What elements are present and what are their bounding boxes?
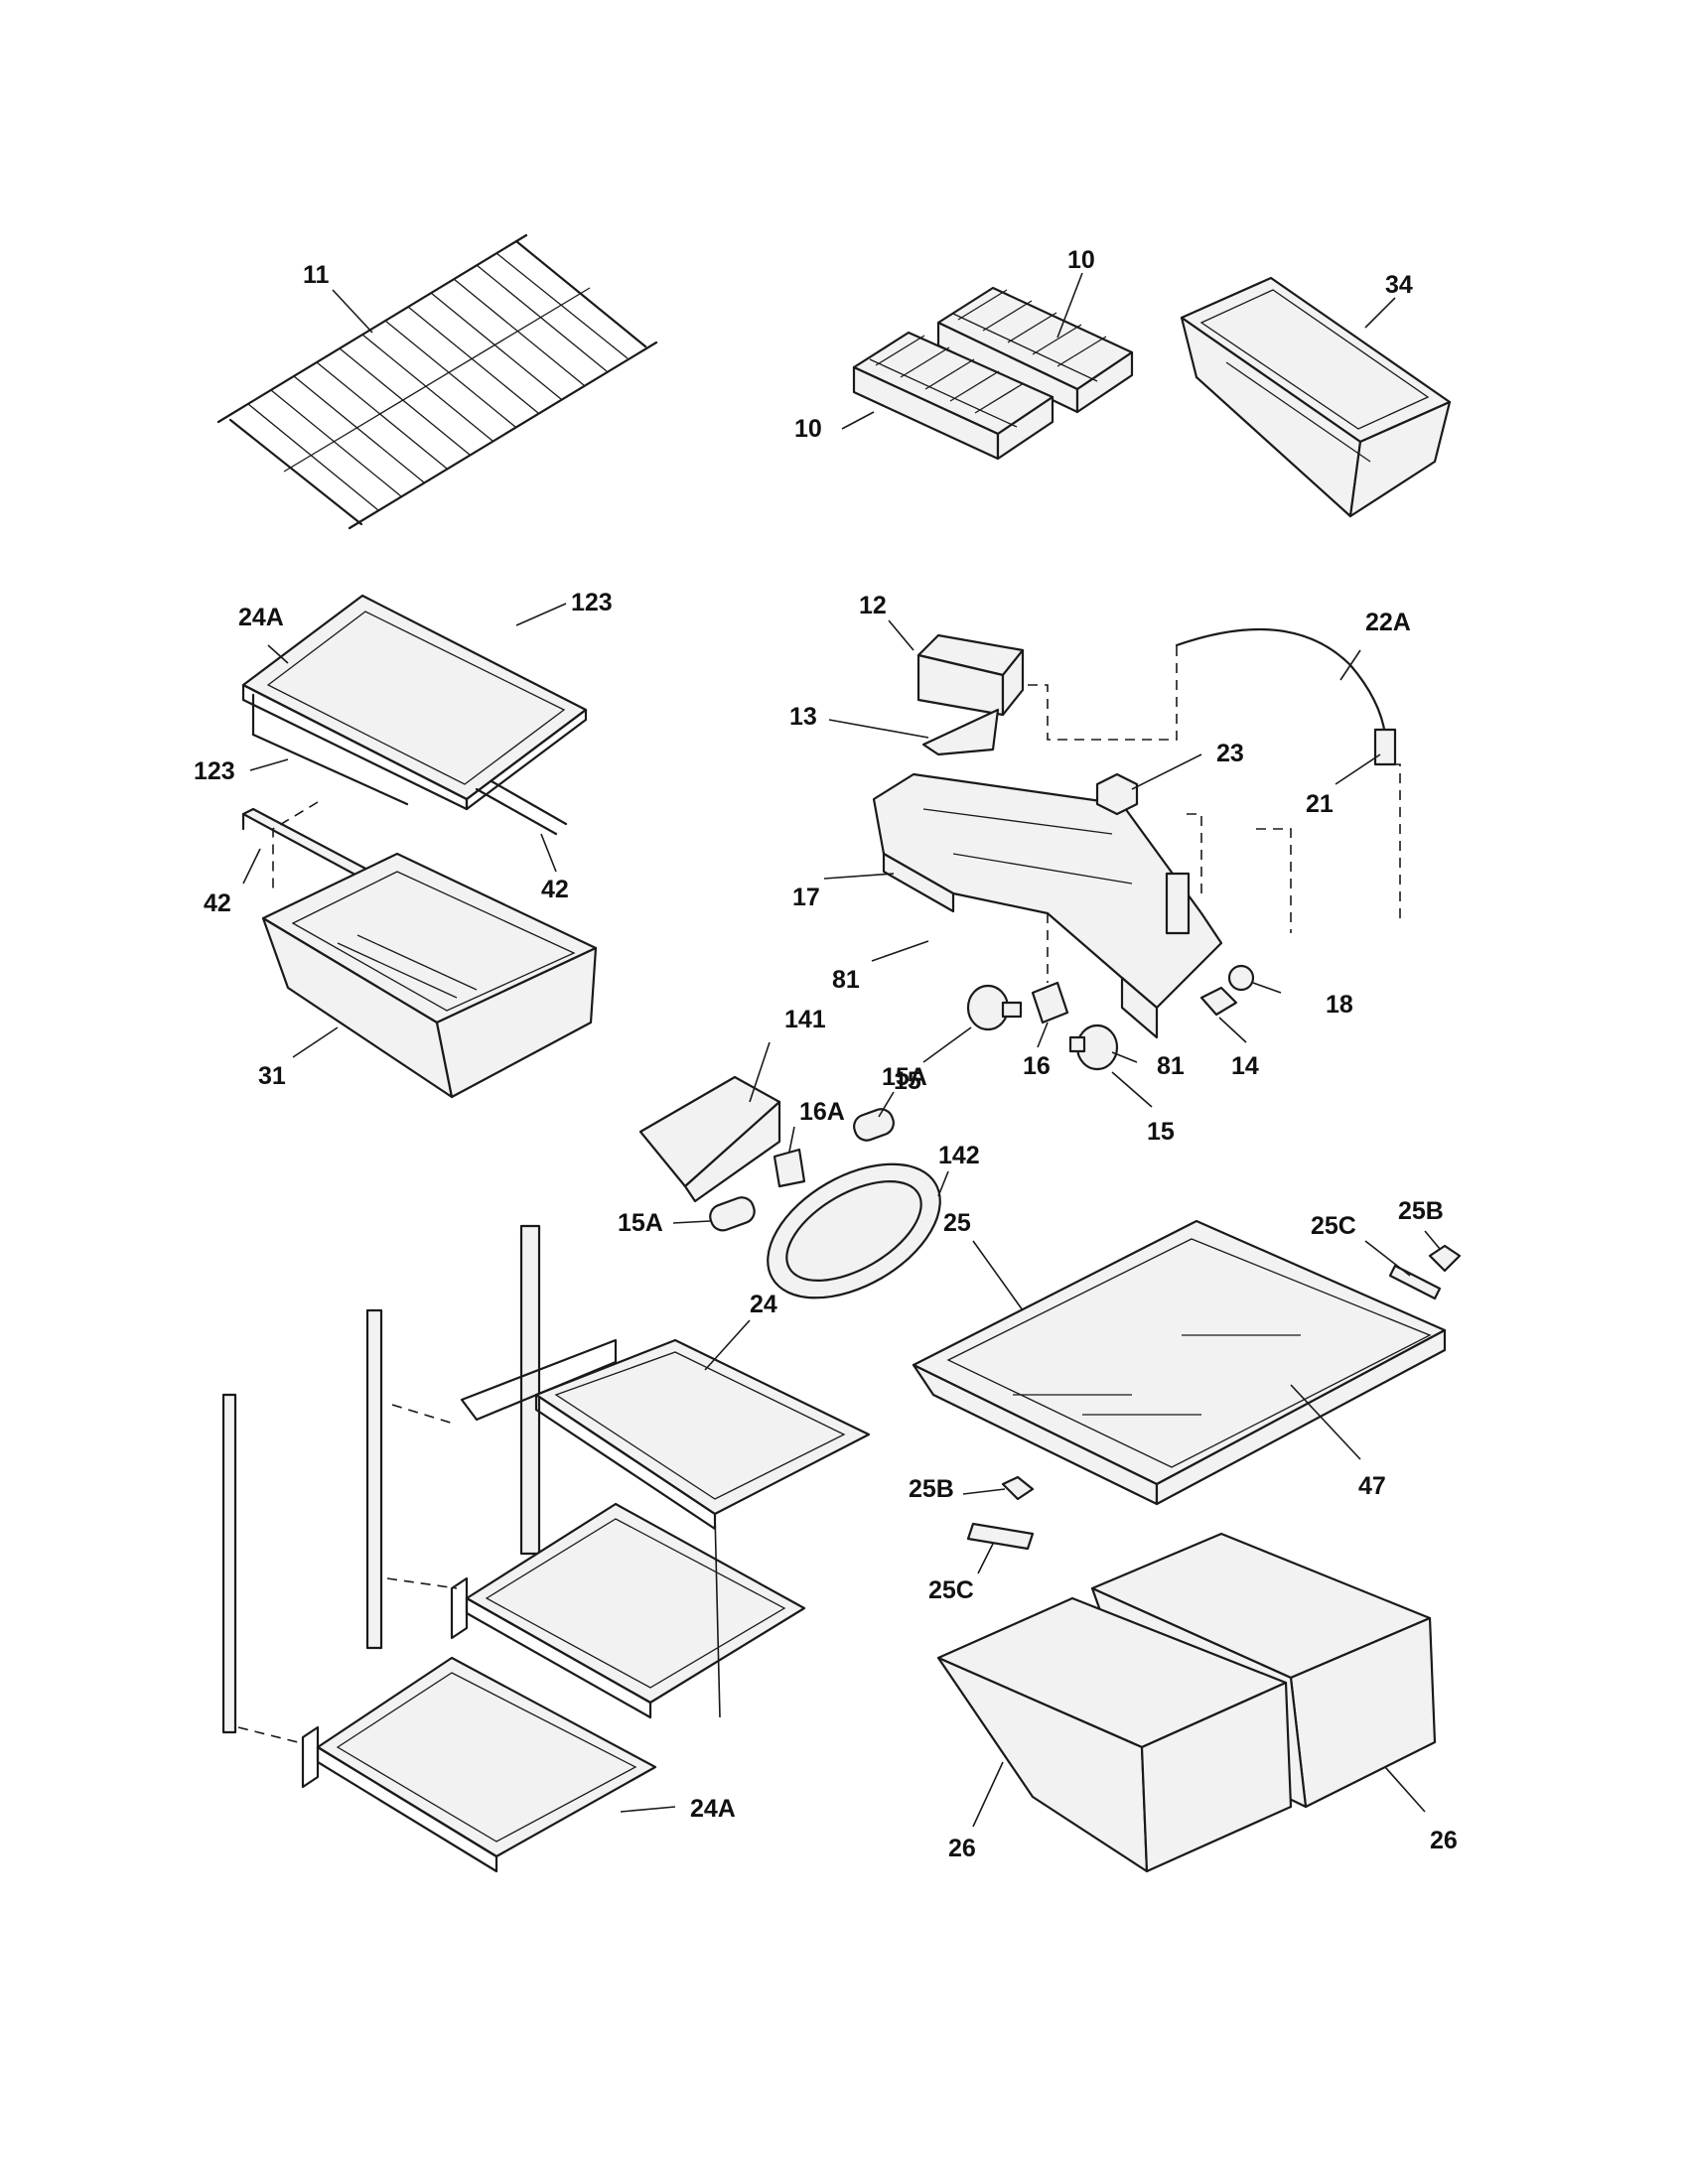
callout-25C-right: 25C: [1311, 1212, 1356, 1240]
callout-23: 23: [1216, 740, 1244, 767]
light-bulb-15-left[interactable]: [966, 984, 1023, 1031]
callout-25C-left: 25C: [928, 1576, 974, 1604]
wire-shelf-11[interactable]: [216, 233, 658, 530]
light-cover-141[interactable]: [638, 1075, 781, 1203]
ice-bin-34[interactable]: [1180, 276, 1452, 518]
callout-25B-right: 25B: [1398, 1197, 1444, 1225]
light-bulb-15A-lower[interactable]: [707, 1194, 758, 1234]
callout-15-right: 15: [1147, 1118, 1175, 1146]
light-bulb-15-right[interactable]: [1068, 1024, 1119, 1071]
callout-31: 31: [258, 1062, 286, 1090]
callout-12: 12: [859, 592, 887, 619]
crisper-drawer-31[interactable]: [261, 852, 598, 1099]
callout-21: 21: [1306, 790, 1334, 818]
light-housing-17[interactable]: [872, 772, 1223, 1039]
thermostat-knob-18[interactable]: [1227, 964, 1255, 992]
glass-shelf-24A-top[interactable]: [241, 594, 588, 836]
light-switch-14[interactable]: [1199, 986, 1238, 1017]
pantry-cover-25[interactable]: [912, 1219, 1447, 1506]
callout-15-left: 15: [894, 1067, 921, 1095]
callout-141: 141: [784, 1006, 826, 1033]
callout-17: 17: [792, 884, 820, 911]
defrost-timer-23[interactable]: [1095, 772, 1139, 816]
callout-16A: 16A: [799, 1098, 845, 1126]
callout-123-lower: 123: [194, 757, 235, 785]
callout-24A-bottom: 24A: [690, 1795, 736, 1823]
ice-cube-tray-10-lower[interactable]: [852, 331, 1055, 461]
callout-47: 47: [1358, 1472, 1386, 1500]
light-shield-13[interactable]: [921, 708, 1000, 756]
shelf-standard-right: [519, 1224, 541, 1556]
callout-18: 18: [1326, 991, 1353, 1019]
light-socket-16A[interactable]: [773, 1148, 806, 1188]
callout-14: 14: [1231, 1052, 1259, 1080]
callout-123-upper: 123: [571, 589, 613, 616]
shelf-standard-left: [221, 1393, 237, 1734]
shelf-standard-middle: [365, 1308, 383, 1650]
light-lens-142[interactable]: [745, 1137, 963, 1325]
vegetable-pan-26-left[interactable]: [936, 1596, 1293, 1873]
callout-15A-lower: 15A: [618, 1209, 663, 1237]
callout-13: 13: [789, 703, 817, 731]
callout-26-left: 26: [948, 1835, 976, 1862]
cover-bracket-25B-left[interactable]: [1001, 1475, 1035, 1501]
callout-42-left: 42: [204, 889, 231, 917]
callout-16: 16: [1023, 1052, 1051, 1080]
callout-81-left: 81: [832, 966, 860, 994]
glass-shelf-24A-middle[interactable]: [450, 1502, 806, 1719]
cover-clip-25C-left[interactable]: [966, 1522, 1035, 1551]
callout-24A-top: 24A: [238, 604, 284, 631]
glass-shelf-24A-bottom[interactable]: [301, 1656, 657, 1873]
callout-10-lower: 10: [794, 415, 822, 443]
callout-11: 11: [303, 261, 330, 289]
wire-harness-22A[interactable]: [1175, 627, 1397, 766]
light-socket-16[interactable]: [1031, 981, 1069, 1024]
ice-cube-tray-10-upper[interactable]: [936, 286, 1134, 414]
callout-25B-left: 25B: [909, 1475, 954, 1503]
callout-22A: 22A: [1365, 609, 1411, 636]
glass-shelf-24[interactable]: [460, 1338, 871, 1531]
callout-24: 24: [750, 1291, 777, 1318]
callout-142: 142: [938, 1142, 980, 1169]
cover-clip-25C-right[interactable]: [1388, 1264, 1442, 1300]
callout-34: 34: [1385, 271, 1413, 299]
callout-25: 25: [943, 1209, 971, 1237]
callout-15A-upper: 15A: [882, 1063, 927, 1091]
callout-42-right: 42: [541, 876, 569, 903]
callout-26-right: 26: [1430, 1827, 1458, 1854]
cover-bracket-25B-right[interactable]: [1428, 1244, 1462, 1273]
callout-81-right: 81: [1157, 1052, 1185, 1080]
light-bulb-15A-upper[interactable]: [851, 1106, 897, 1144]
control-housing-12[interactable]: [916, 633, 1025, 717]
callout-10-upper: 10: [1067, 246, 1095, 274]
